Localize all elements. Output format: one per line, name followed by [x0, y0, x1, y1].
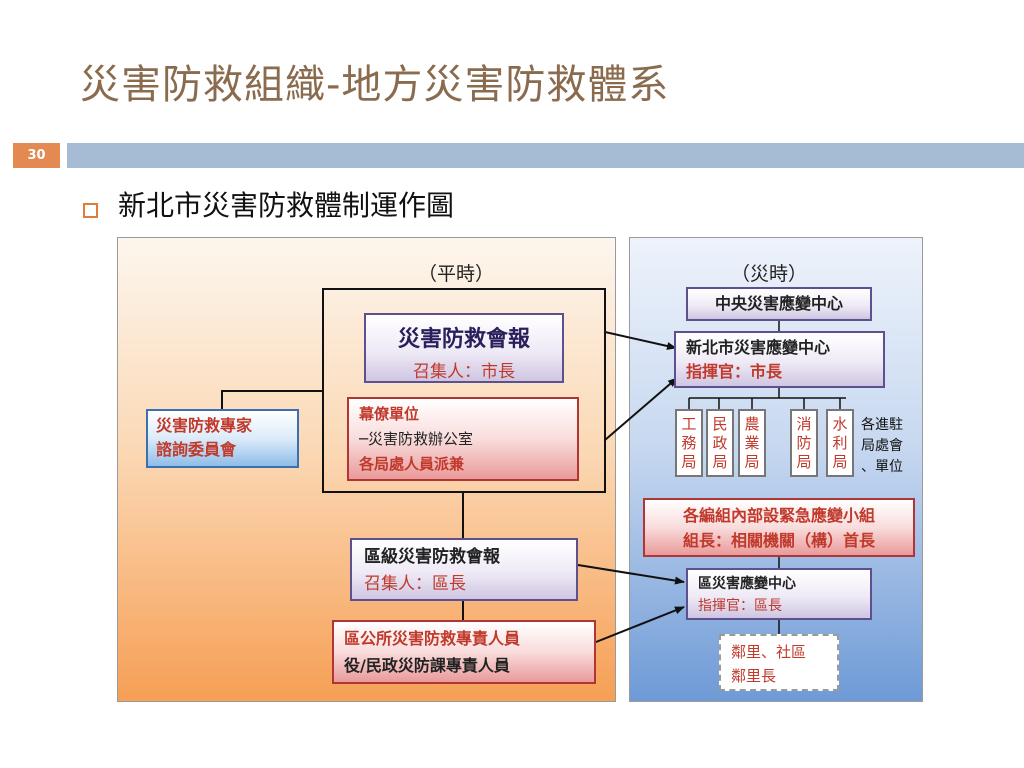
central-center-box: 中央災害應變中心	[686, 287, 872, 321]
experts-line-2: 諮詢委員會	[156, 440, 237, 459]
task-group-line-2: 組長：相關機關（構）首長	[682, 531, 875, 550]
council-convener: 召集人：市長	[413, 362, 515, 382]
disaster-time-heading: （災時）	[731, 263, 808, 285]
page-number: 30	[13, 143, 60, 168]
other-units-line-1: 各進駐	[861, 417, 903, 433]
district-staff-line-1: 區公所災害防救專責人員	[344, 629, 521, 648]
task-group-line-1: 各編組內部設緊急應變小組	[682, 506, 875, 525]
district-staff-line-2: 役/民政災防課專責人員	[344, 656, 510, 675]
expert-committee-box: 災害防救專家 諮詢委員會	[146, 409, 299, 468]
district-center-commander: 指揮官：區長	[698, 598, 782, 614]
village-line-1: 鄰里、社區	[731, 643, 807, 661]
council-title: 災害防救會報	[397, 327, 530, 352]
district-center-title: 區災害應變中心	[698, 576, 796, 592]
bureau-agriculture: 農業局	[738, 409, 766, 477]
other-units-line-3: 、單位	[861, 459, 903, 475]
district-council-box: 區級災害防救會報 召集人：區長	[350, 538, 578, 601]
district-staff-box: 區公所災害防救專責人員 役/民政災防課專責人員	[332, 620, 596, 684]
city-center-title: 新北市災害應變中心	[686, 338, 831, 357]
staff-line-2: ─災害防救辦公室	[359, 430, 474, 448]
title-divider-bar	[67, 143, 1024, 168]
staff-line-3: 各局處人員派兼	[359, 455, 465, 473]
other-units-line-2: 局處會	[861, 438, 903, 454]
slide-title: 災害防救組織-地方災害防救體系	[80, 62, 670, 108]
task-group-box: 各編組內部設緊急應變小組 組長：相關機關（構）首長	[643, 498, 915, 557]
district-center-box: 區災害應變中心 指揮官：區長	[686, 568, 872, 620]
city-center-box: 新北市災害應變中心 指揮官：市長	[674, 331, 885, 388]
staff-unit-box: 幕僚單位 ─災害防救辦公室 各局處人員派兼	[347, 397, 579, 481]
disaster-council-box: 災害防救會報 召集人：市長	[364, 313, 564, 383]
other-units-label: 各進駐 局處會 、單位	[861, 415, 903, 478]
bullet-square-icon	[83, 203, 98, 218]
bureau-civil-affairs: 民政局	[706, 409, 734, 477]
experts-line-1: 災害防救專家	[156, 416, 253, 435]
district-council-title: 區級災害防救會報	[364, 547, 500, 567]
bullet-text: 新北市災害防救體制運作圖	[118, 189, 455, 222]
staff-line-1: 幕僚單位	[359, 405, 420, 423]
bureau-public-works: 工務局	[675, 409, 703, 477]
normal-time-heading: （平時）	[418, 263, 495, 285]
village-line-2: 鄰里長	[731, 667, 777, 685]
village-box: 鄰里、社區 鄰里長	[719, 634, 839, 691]
city-center-commander: 指揮官：市長	[686, 362, 783, 381]
bureau-water-resources: 水利局	[826, 409, 854, 477]
central-center-label: 中央災害應變中心	[714, 294, 843, 313]
bureau-fire: 消防局	[790, 409, 818, 477]
district-council-convener: 召集人：區長	[364, 574, 466, 594]
